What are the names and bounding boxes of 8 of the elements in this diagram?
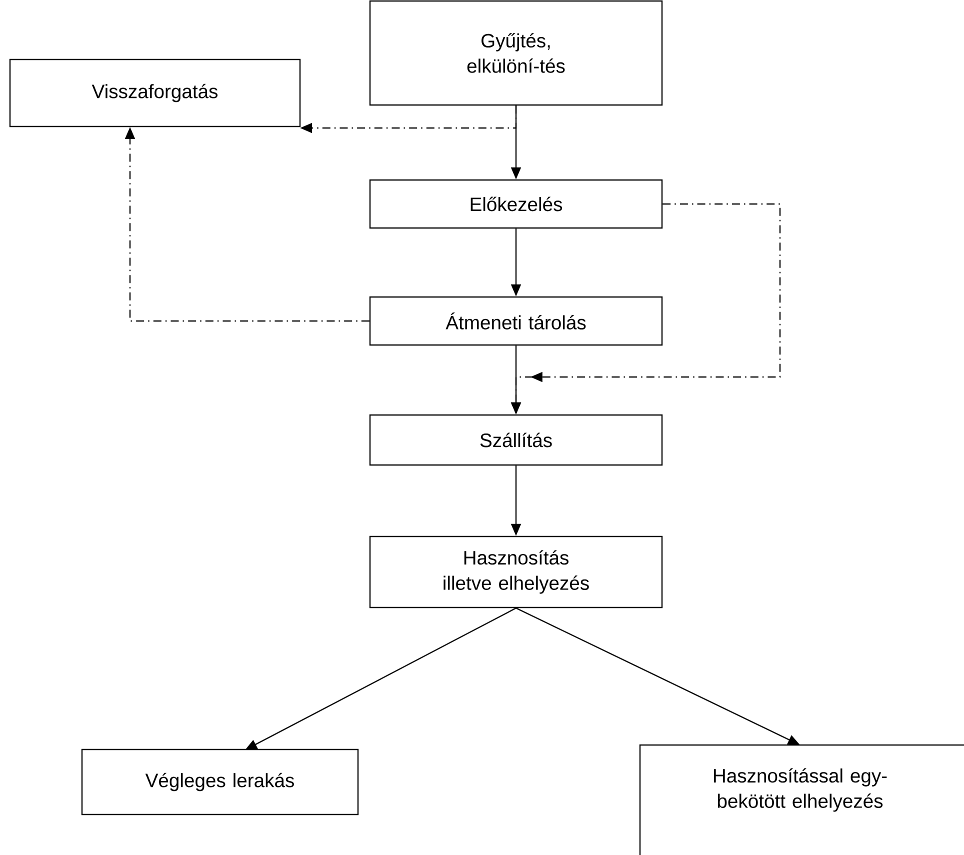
process-box: Végleges lerakás [81,748,359,816]
process-box: Előkezelés [369,179,663,229]
process-box: Visszaforgatás [9,58,301,128]
process-box: Szállítás [369,414,663,466]
process-box: Hasznosítással egy-bekötött elhelyezés [639,744,964,855]
process-box: Átmeneti tárolás [369,296,663,346]
process-box: Gyűjtés, elkülöní-tés [369,0,663,106]
process-box: Hasznosítás illetve elhelyezés [369,536,663,608]
